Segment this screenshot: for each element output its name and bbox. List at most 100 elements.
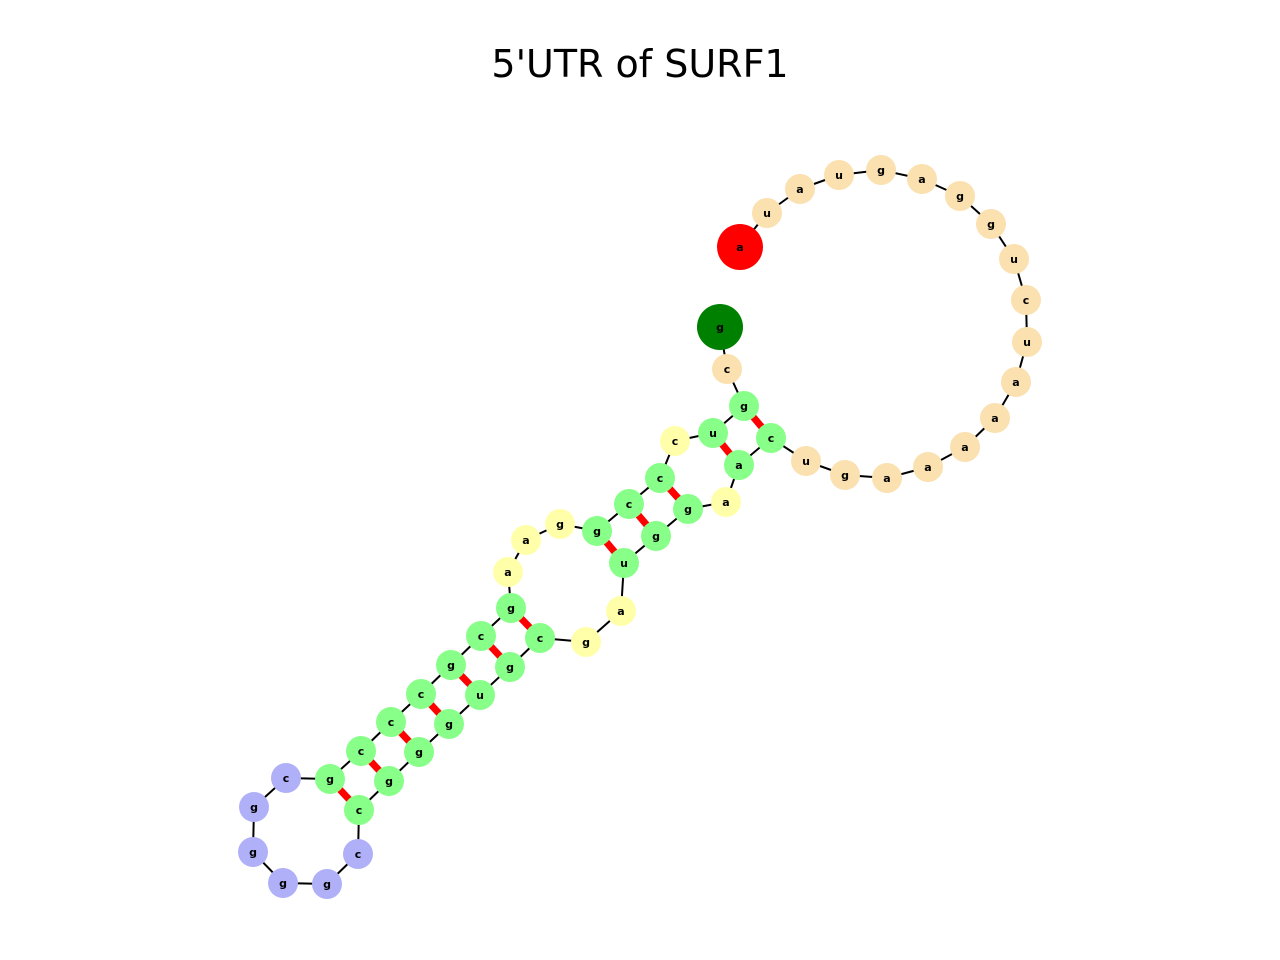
nucleotide-55: a [785, 174, 815, 204]
nucleotide-node [571, 627, 601, 657]
nucleotide-12: g [496, 593, 526, 623]
nucleotide-node [641, 521, 671, 551]
nucleotide-label: c [724, 363, 731, 376]
nucleotide-35: g [641, 521, 671, 551]
nucleotide-11: a [493, 557, 523, 587]
nucleotide-label: a [736, 241, 743, 254]
nucleotide-34: u [609, 548, 639, 578]
nucleotide-label: c [537, 632, 544, 645]
nucleotide-label: a [991, 412, 998, 425]
nucleotide-label: g [987, 218, 995, 231]
nucleotide-label: a [735, 459, 742, 472]
nucleotide-label: u [476, 689, 484, 702]
nucleotide-node [346, 736, 376, 766]
nucleotide-node [697, 304, 743, 350]
nucleotide-39: c [756, 423, 786, 453]
nucleotide-node [271, 763, 301, 793]
nucleotide-56: u [752, 198, 782, 228]
nucleotide-19: c [271, 763, 301, 793]
nucleotide-label: a [918, 173, 925, 186]
nucleotide-label: g [877, 164, 885, 177]
nucleotide-30: g [495, 652, 525, 682]
nucleotide-label: c [626, 498, 633, 511]
nucleotide-node [434, 709, 464, 739]
nucleotide-24: c [343, 839, 373, 869]
nucleotide-label: g [740, 400, 748, 413]
nucleotide-5: c [660, 426, 690, 456]
nucleotide-node [495, 652, 525, 682]
nucleotide-node [436, 650, 466, 680]
nucleotide-node [315, 764, 345, 794]
nucleotide-node [866, 155, 896, 185]
nucleotide-21: g [238, 837, 268, 867]
nucleotide-40: u [791, 446, 821, 476]
nucleotide-51: g [945, 181, 975, 211]
nucleotide-node [830, 460, 860, 490]
nucleotide-46: a [1001, 367, 1031, 397]
nucleotide-label: u [709, 427, 717, 440]
nucleotide-label: c [356, 804, 363, 817]
nucleotide-node [711, 487, 741, 517]
nucleotide-42: a [872, 463, 902, 493]
nucleotide-label: a [961, 441, 968, 454]
nucleotide-node [493, 557, 523, 587]
nucleotide-label: c [657, 472, 664, 485]
nucleotide-label: u [1010, 253, 1018, 266]
nucleotide-label: u [835, 169, 843, 182]
nucleotide-28: g [434, 709, 464, 739]
nucleotide-label: c [478, 630, 485, 643]
nucleotide-node [729, 391, 759, 421]
nucleotide-node [343, 839, 373, 869]
nucleotide-node [950, 432, 980, 462]
nucleotide-node [1001, 367, 1031, 397]
nucleotide-38: a [724, 450, 754, 480]
nucleotide-node [698, 418, 728, 448]
nucleotide-44: a [950, 432, 980, 462]
nucleotide-node [645, 463, 675, 493]
nucleotide-label: g [684, 503, 692, 516]
nucleotide-47: u [1012, 327, 1042, 357]
nucleotide-node [312, 869, 342, 899]
nucleotide-45: a [980, 403, 1010, 433]
nucleotide-43: a [913, 452, 943, 482]
nucleotide-label: g [652, 530, 660, 543]
nucleotide-37: a [711, 487, 741, 517]
nucleotide-17: c [346, 736, 376, 766]
nucleotide-node [980, 403, 1010, 433]
backbone-layer [252, 169, 1028, 885]
nucleotide-label: g [250, 801, 258, 814]
nucleotide-node [717, 224, 763, 270]
nucleotide-label: c [418, 688, 425, 701]
nucleotide-label: a [617, 605, 624, 618]
nucleotide-label: g [323, 878, 331, 891]
nucleotide-label: a [1012, 376, 1019, 389]
nucleotide-node [724, 450, 754, 480]
nucleotide-node [791, 446, 821, 476]
nucleotide-27: g [404, 737, 434, 767]
nucleotide-49: u [999, 244, 1029, 274]
nucleotide-label: c [768, 432, 775, 445]
nucleotide-node [976, 209, 1006, 239]
nucleotide-label: c [388, 716, 395, 729]
nucleotide-52: a [907, 164, 937, 194]
nucleotide-label: g [385, 775, 393, 788]
nucleotide-33: a [606, 596, 636, 626]
nucleotide-node [824, 160, 854, 190]
nucleotide-8: g [582, 516, 612, 546]
nucleotide-node [712, 354, 742, 384]
diagram-title: 5'UTR of SURF1 [491, 42, 789, 86]
nucleotide-label: c [355, 848, 362, 861]
nucleotide-25: c [344, 795, 374, 825]
nucleotide-54: u [824, 160, 854, 190]
nucleotide-31: c [525, 623, 555, 653]
nucleotide-9: g [545, 509, 575, 539]
nucleotide-label: c [358, 745, 365, 758]
nucleotide-node [752, 198, 782, 228]
nucleotide-label: u [620, 557, 628, 570]
nucleotide-node [238, 837, 268, 867]
nucleotide-48: c [1011, 285, 1041, 315]
nucleotide-3: g [729, 391, 759, 421]
nucleotide-node [673, 494, 703, 524]
nucleotide-label: g [415, 746, 423, 759]
